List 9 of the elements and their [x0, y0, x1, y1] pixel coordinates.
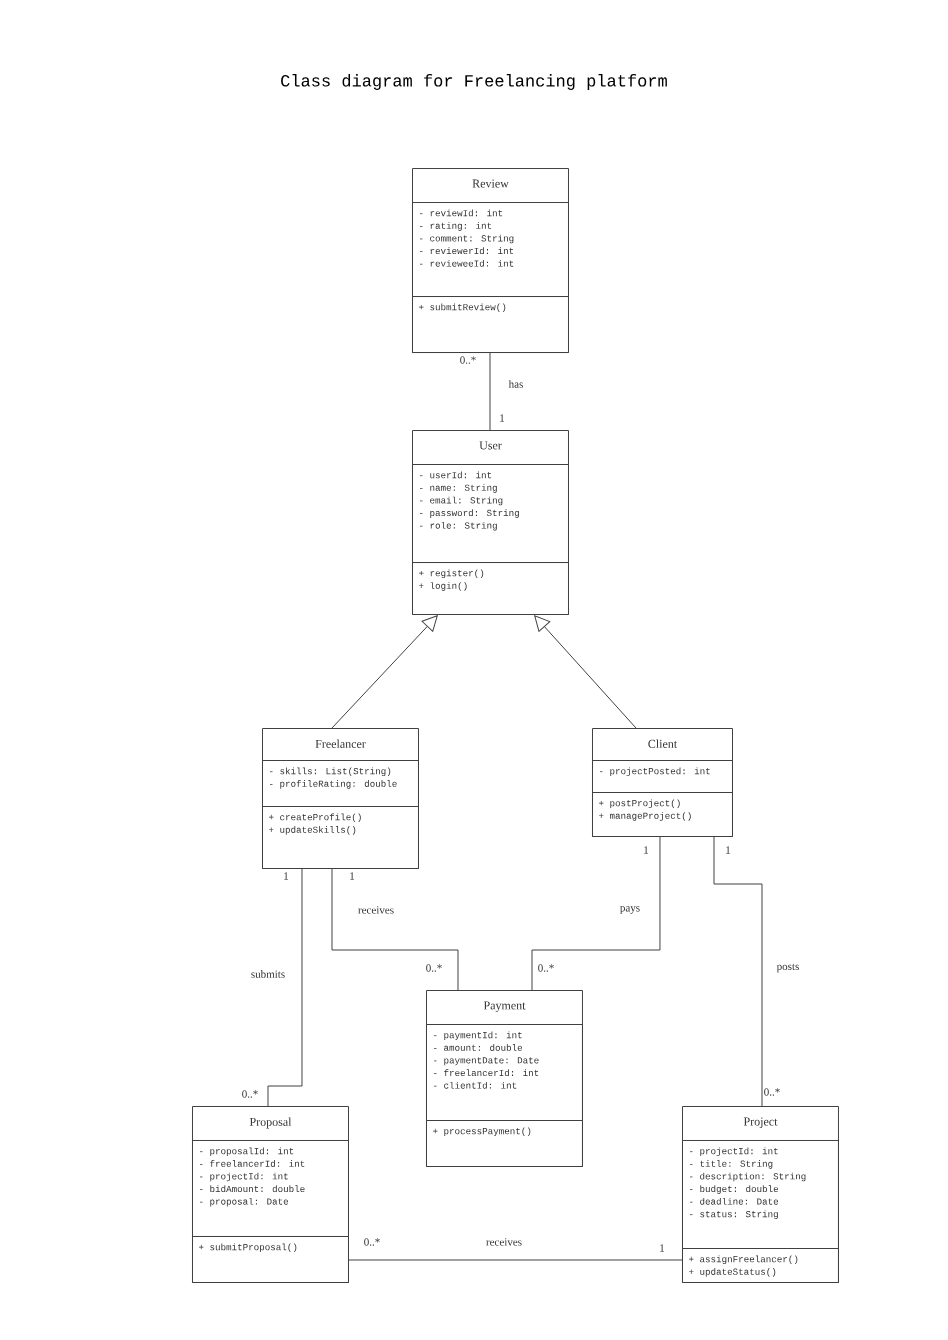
- association-line: [713, 836, 763, 1107]
- association-line: [348, 1259, 683, 1261]
- association-line: [489, 352, 491, 431]
- title: Class diagram for Freelancing platform: [281, 74, 667, 90]
- generalization-arrow: [534, 615, 637, 729]
- association-line: [531, 836, 661, 991]
- generalization-arrow: [331, 615, 438, 729]
- association-line: [267, 868, 303, 1107]
- association-line: [331, 868, 459, 991]
